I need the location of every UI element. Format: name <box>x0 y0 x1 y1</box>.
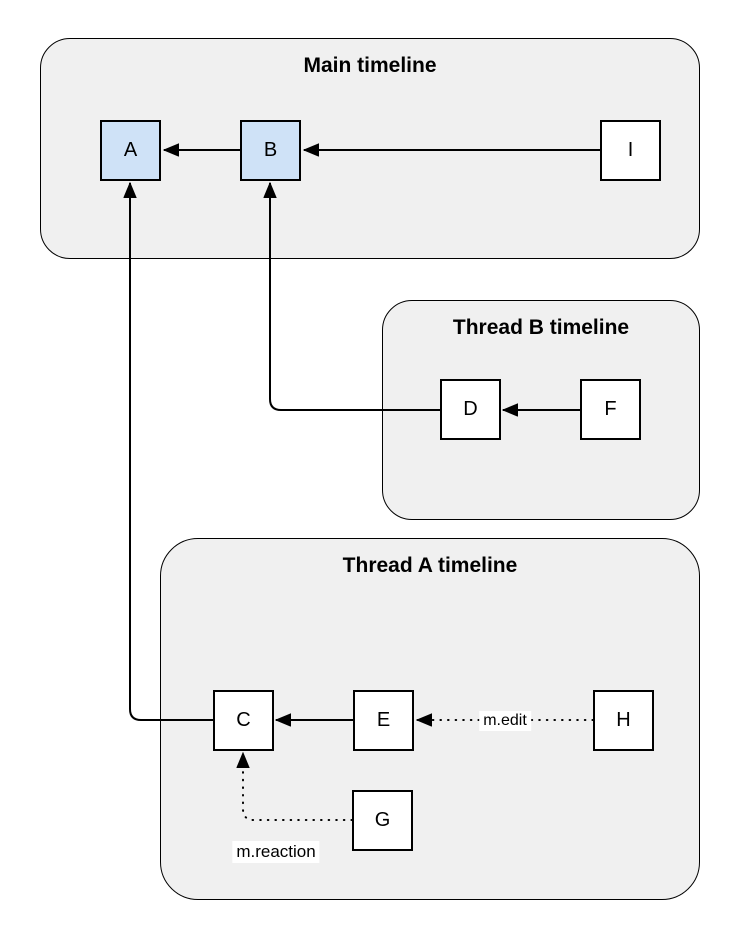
edge-label-m-edit: m.edit <box>479 711 531 731</box>
node-E: E <box>353 690 414 751</box>
node-H: H <box>593 690 654 751</box>
node-G: G <box>352 790 413 851</box>
node-I: I <box>600 120 661 181</box>
node-A-label: A <box>123 139 138 161</box>
container-thread-a-timeline-title: Thread A timeline <box>342 554 518 577</box>
edge-label-m-reaction: m.reaction <box>232 841 320 863</box>
node-C: C <box>213 690 274 751</box>
node-G-label: G <box>374 809 391 831</box>
node-F-label: F <box>604 398 617 420</box>
node-A: A <box>100 120 161 181</box>
node-F: F <box>580 379 641 440</box>
node-D-label: D <box>463 398 478 420</box>
node-B-label: B <box>263 139 278 161</box>
node-C-label: C <box>236 709 251 731</box>
container-main-timeline-title: Main timeline <box>303 54 437 77</box>
container-thread-b-timeline-title: Thread B timeline <box>452 316 630 339</box>
node-B: B <box>240 120 301 181</box>
node-E-label: E <box>376 709 391 731</box>
container-thread-b-timeline: Thread B timeline <box>382 300 700 520</box>
node-H-label: H <box>616 709 631 731</box>
node-D: D <box>440 379 501 440</box>
node-I-label: I <box>627 139 634 161</box>
